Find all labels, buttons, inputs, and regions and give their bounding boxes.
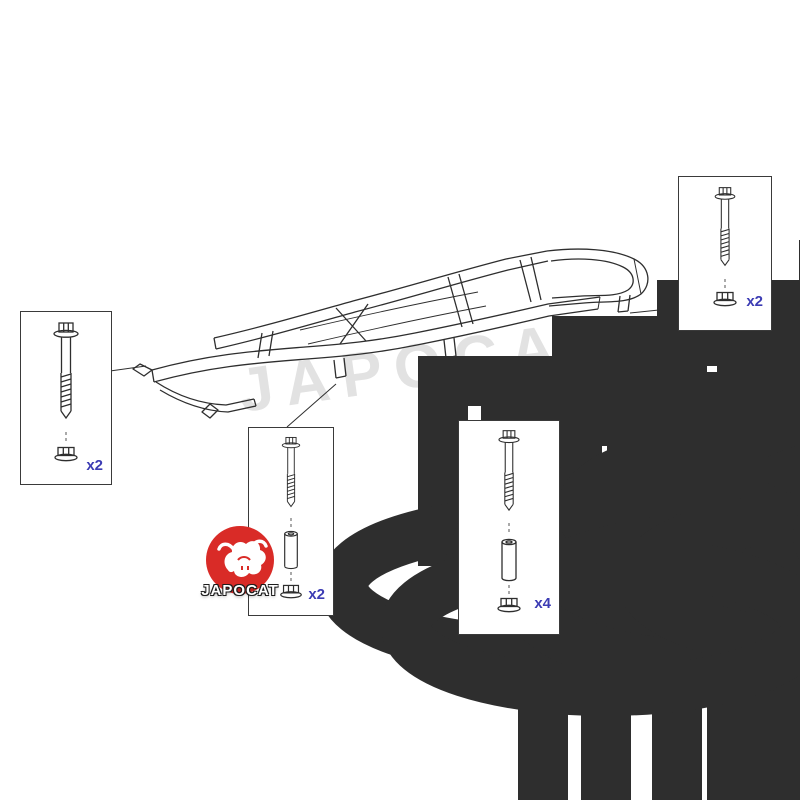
quantity-label: x2 (746, 293, 763, 310)
logo-text: JAPOCAT (201, 582, 279, 599)
frame-mount-bolt-icons (343, 265, 800, 800)
japocat-logo: JAPOCAT (198, 520, 282, 608)
flange-bolt-icon (714, 187, 736, 266)
collar-spacer-icon (284, 530, 298, 570)
part-drawing (280, 436, 302, 599)
flange-bolt-icon (53, 322, 79, 419)
collar-spacer-icon (501, 538, 517, 582)
callout-box-body-mount[interactable]: x4 (458, 420, 560, 635)
flange-nut-icon (713, 291, 737, 307)
flange-bolt-icon (281, 436, 301, 508)
logo-mark-icon (206, 526, 274, 594)
quantity-label: x2 (86, 457, 103, 474)
part-drawing (497, 430, 521, 613)
callout-box-front-mount[interactable]: x2 (20, 311, 112, 485)
flange-nut-icon (497, 597, 521, 613)
chassis-line-art (132, 248, 649, 419)
quantity-label: x4 (534, 595, 551, 612)
part-drawing (713, 187, 737, 307)
flange-nut-icon (280, 584, 302, 599)
leader-lines (109, 307, 679, 428)
flange-nut-icon (54, 446, 78, 462)
callout-box-rear-mount[interactable]: x2 (678, 176, 772, 331)
flange-bolt-icon (498, 430, 520, 511)
quantity-label: x2 (308, 586, 325, 603)
part-drawing (53, 322, 79, 462)
